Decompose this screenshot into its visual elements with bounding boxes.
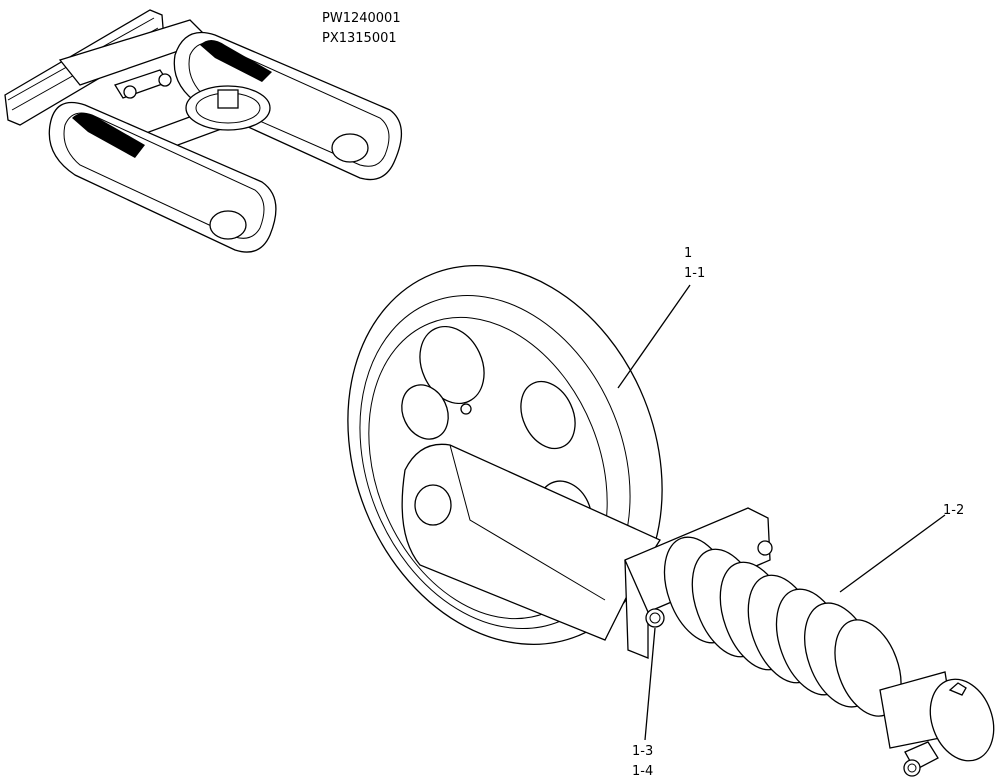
callout-1-1: 1-1 [684, 266, 705, 281]
leader-line-1-3 [644, 627, 656, 741]
grease-fitting-icon [903, 741, 939, 777]
leader-line-1 [617, 284, 691, 389]
callout-1-3: 1-3 [632, 744, 653, 759]
callout-1-2: 1-2 [943, 503, 964, 518]
serial-number-2: PX1315001 [322, 31, 397, 46]
undercarriage-overview-icon [4, 9, 402, 253]
callout-1-4: 1-4 [632, 764, 653, 779]
serial-number-1: PW1240001 [322, 11, 401, 26]
front-idler-assembly-icon [347, 265, 995, 777]
leader-line-1-2 [839, 514, 946, 593]
callout-1: 1 [684, 246, 692, 261]
recoil-spring-icon [663, 536, 902, 717]
